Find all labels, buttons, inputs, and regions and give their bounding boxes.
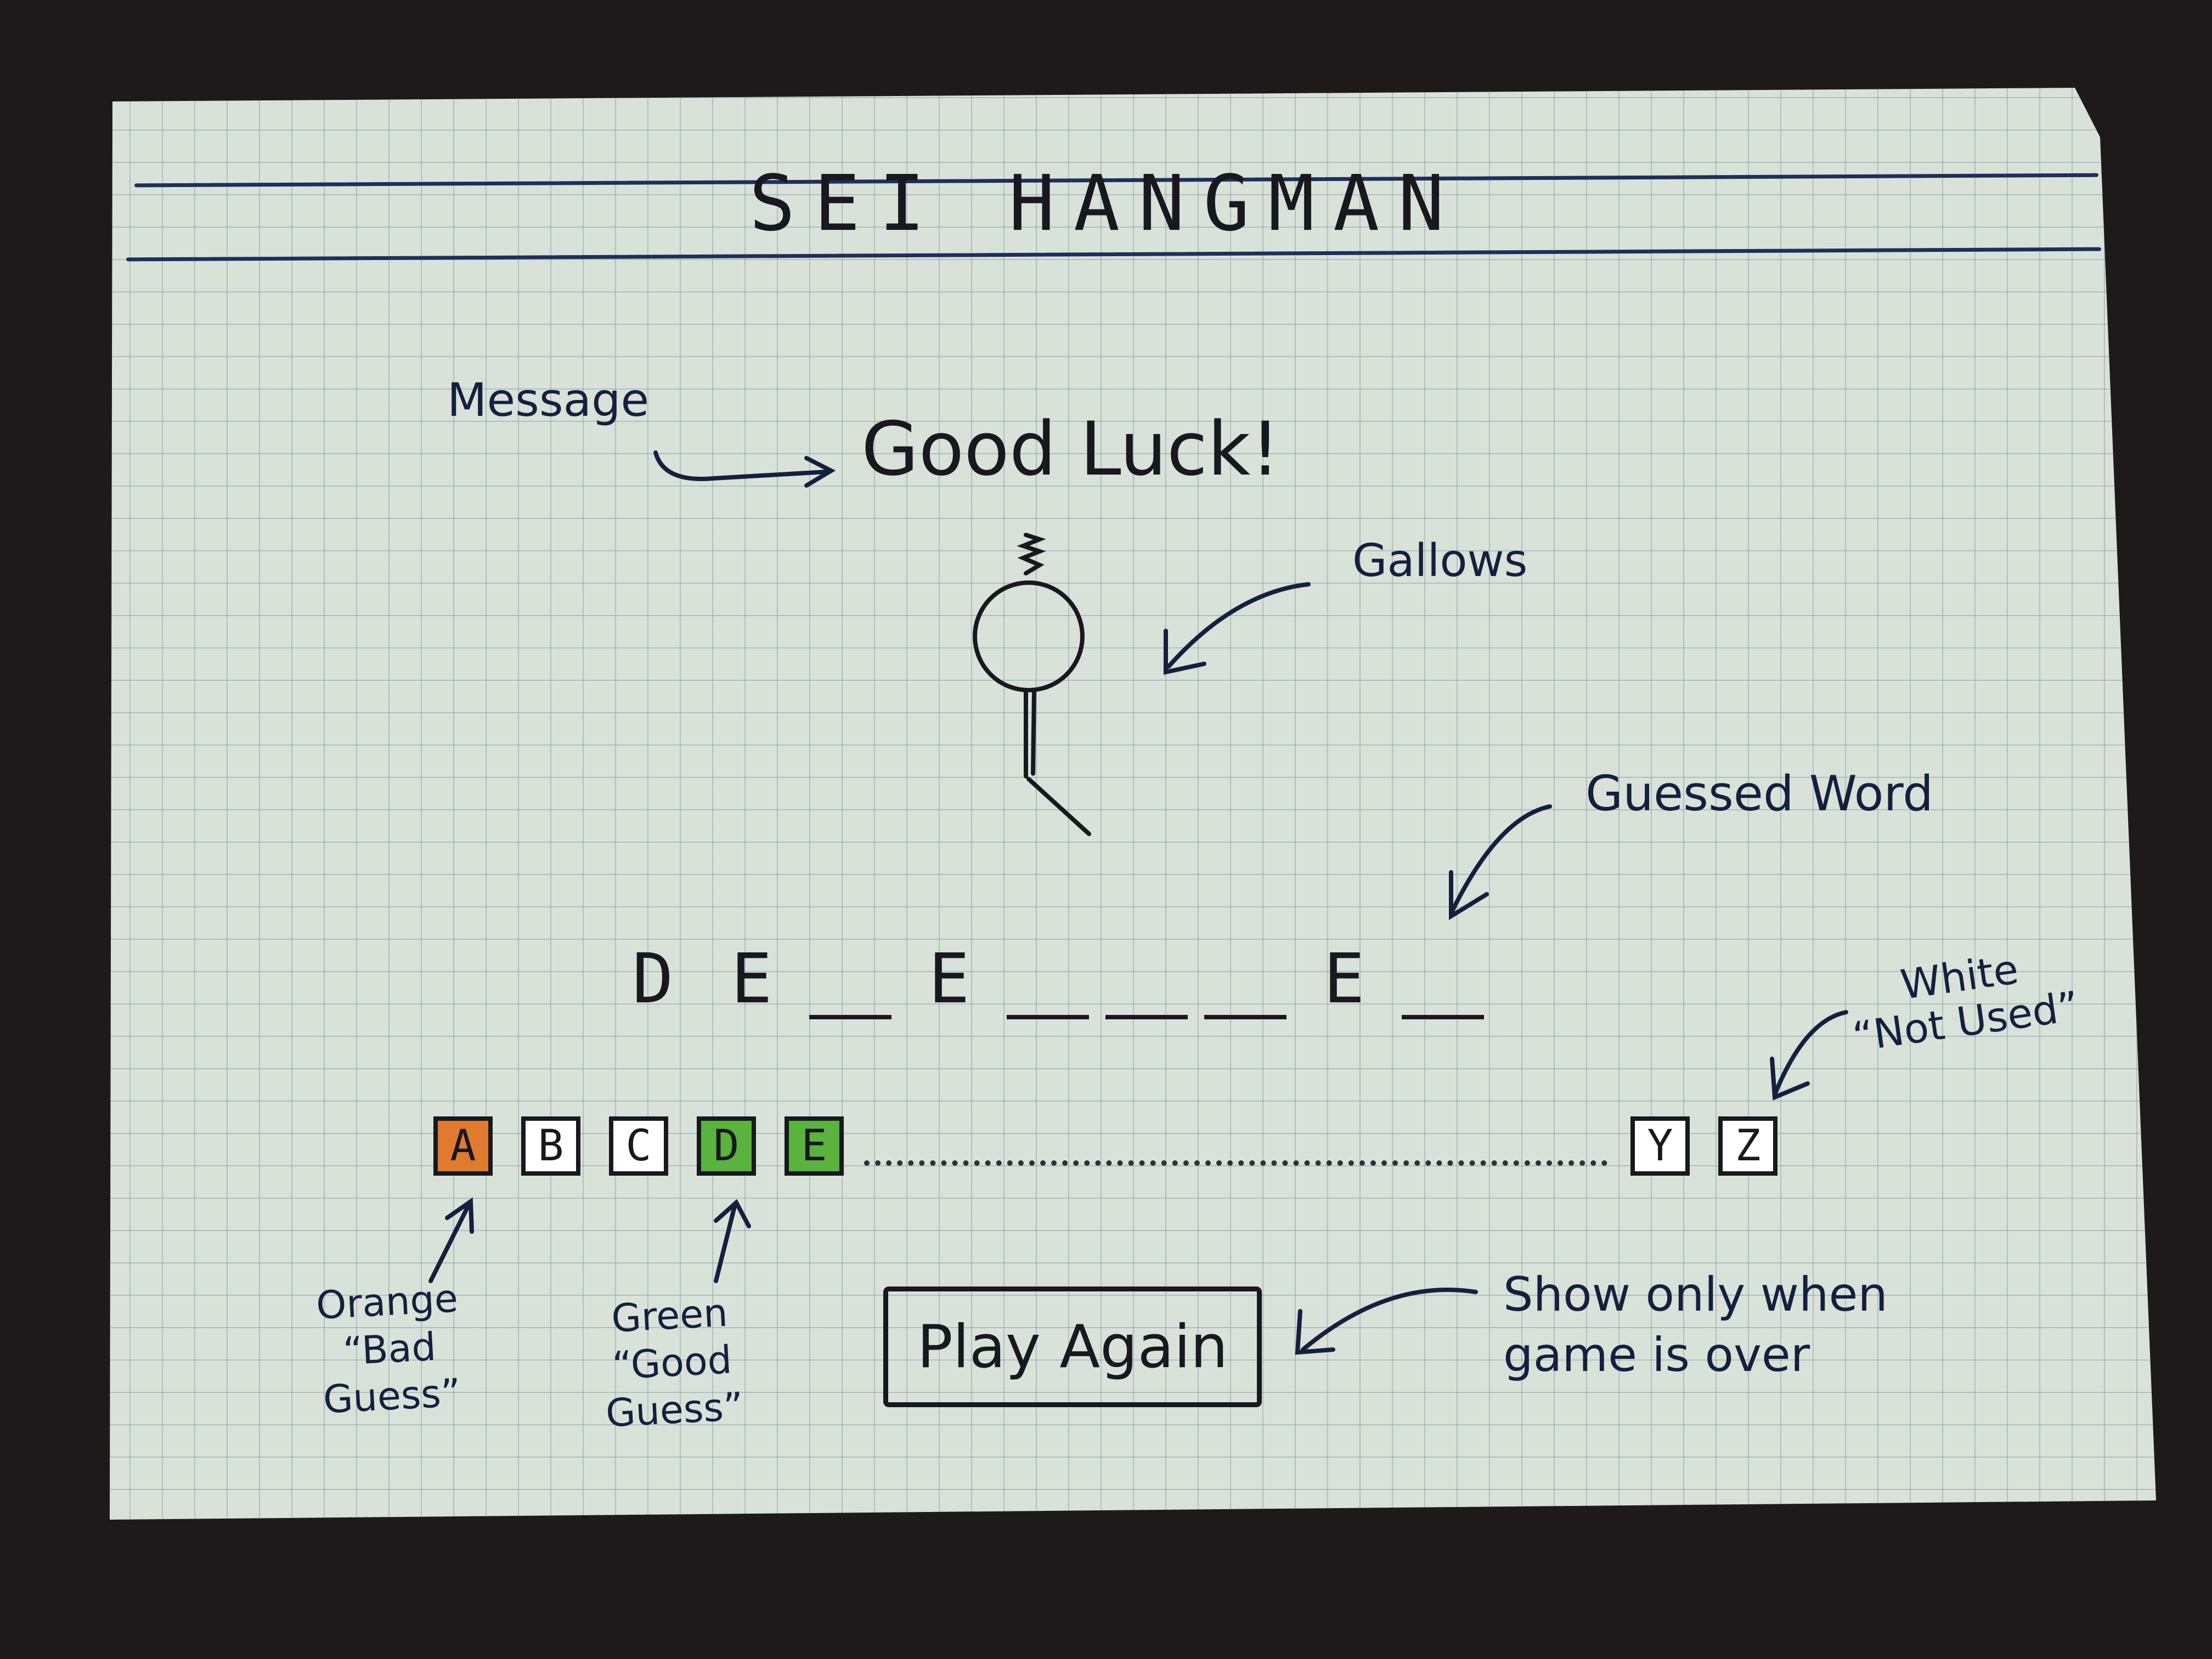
letter-key-b[interactable]: B [521, 1116, 580, 1176]
bad-arrow-icon [428, 1202, 471, 1283]
play-again-button[interactable]: Play Again [883, 1286, 1262, 1407]
good-arrowhead-icon [714, 1199, 751, 1228]
word-letter-slot [1007, 944, 1089, 1019]
gallows-annotation: Gallows [1352, 535, 1528, 587]
word-letter-slot: E [731, 939, 772, 1019]
hangman-leg-icon [1026, 777, 1091, 836]
guessed-arrow-icon [1449, 804, 1552, 916]
noose-rope-icon [1017, 533, 1046, 575]
bad-annotation-line: Orange [315, 1276, 459, 1328]
guessed-arrowhead-icon [1449, 870, 1489, 921]
bad-guess-annotation: Orange “Bad Guess” [303, 1274, 475, 1424]
unused-arrow-icon [1773, 1010, 1848, 1097]
hangman-figure-icon [973, 533, 1091, 836]
play-again-annotation: Show only when game is over [1503, 1265, 1888, 1385]
unused-arrowhead-icon [1770, 1057, 1810, 1101]
letter-key-y[interactable]: Y [1630, 1116, 1690, 1176]
letter-key-d[interactable]: D [697, 1116, 756, 1176]
letter-key-a[interactable]: A [433, 1116, 493, 1176]
gallows-arrowhead-icon [1164, 629, 1206, 675]
good-annotation-line: Green [610, 1290, 729, 1341]
guessed-word-annotation: Guessed Word [1585, 765, 1933, 822]
hangman-head-icon [973, 580, 1085, 692]
game-message: Good Luck! [861, 406, 1280, 492]
message-arrow-icon [653, 450, 828, 481]
page-title: SEI HANGMAN [749, 159, 1463, 249]
word-letter-slot: E [928, 939, 970, 1019]
message-annotation: Message [447, 373, 650, 427]
message-arrowhead-icon [804, 456, 836, 488]
letter-key-e[interactable]: E [785, 1116, 844, 1176]
play-again-arrow-icon [1301, 1287, 1478, 1352]
good-guess-annotation: Green “Good Guess” [586, 1288, 758, 1437]
word-letter-slot [1105, 944, 1188, 1019]
word-letter-slot [809, 944, 891, 1019]
letter-key-c[interactable]: C [609, 1116, 668, 1176]
word-letter-slot [1402, 944, 1484, 1019]
good-arrow-icon [714, 1202, 737, 1283]
bad-annotation-line: “Bad [342, 1324, 437, 1374]
play-note-line: Show only when [1503, 1267, 1888, 1322]
gallows-arrow-icon [1166, 582, 1311, 669]
bad-arrowhead-icon [445, 1197, 474, 1234]
word-letter-slot: D [632, 939, 674, 1019]
play-note-line: game is over [1503, 1328, 1810, 1383]
good-annotation-line: Guess” [605, 1384, 744, 1436]
keys-ellipsis [864, 1154, 1607, 1166]
play-again-arrowhead-icon [1295, 1309, 1335, 1355]
letter-key-z[interactable]: Z [1718, 1116, 1778, 1176]
word-letter-slot [1204, 944, 1286, 1019]
word-letter-slot: E [1323, 939, 1365, 1019]
good-annotation-line: “Good [611, 1337, 733, 1389]
bad-annotation-line: Guess” [322, 1370, 462, 1423]
